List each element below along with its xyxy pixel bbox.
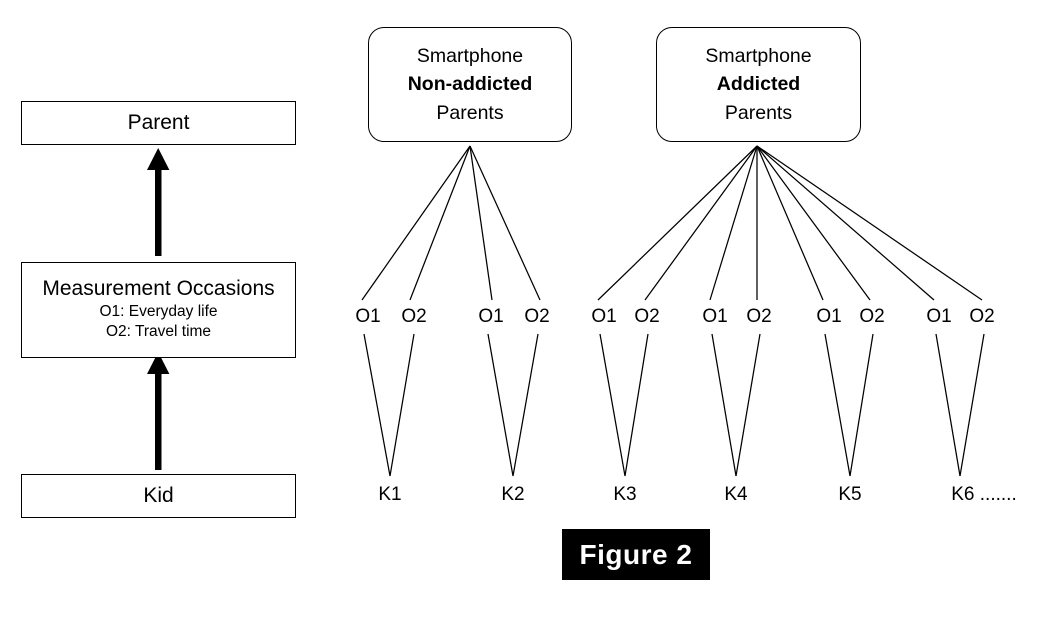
box-measurement-occasions: Measurement Occasions O1: Everyday life … bbox=[21, 262, 296, 358]
kid-label-k2: K2 bbox=[501, 484, 525, 505]
box-parent: Parent bbox=[21, 101, 296, 145]
box-measurement-title: Measurement Occasions bbox=[42, 277, 275, 301]
occasion-label-7: O1 bbox=[702, 306, 728, 327]
occasion-label-1: O1 bbox=[355, 306, 381, 327]
box-measurement-subline-o2: O2: Travel time bbox=[105, 323, 212, 341]
occasion-label-3: O1 bbox=[478, 306, 504, 327]
box-kid-title: Kid bbox=[143, 483, 174, 507]
box-kid: Kid bbox=[21, 474, 296, 518]
fan-non-addicted bbox=[361, 145, 541, 301]
kid-label-k1: K1 bbox=[378, 484, 402, 505]
figure-caption: Figure 2 bbox=[562, 529, 710, 580]
occasion-label-9: O1 bbox=[816, 306, 842, 327]
group-addicted-line3: Parents bbox=[724, 101, 793, 124]
kid-label-k5: K5 bbox=[838, 484, 862, 505]
group-addicted-line2: Addicted bbox=[716, 73, 801, 96]
group-box-non-addicted: Smartphone Non-addicted Parents bbox=[368, 27, 572, 142]
box-measurement-subline-o1: O1: Everyday life bbox=[99, 302, 218, 320]
occasion-label-5: O1 bbox=[591, 306, 617, 327]
occasion-label-2: O2 bbox=[401, 306, 427, 327]
occasion-label-11: O1 bbox=[926, 306, 952, 327]
kid-label-k3: K3 bbox=[613, 484, 637, 505]
group-non-addicted-line2: Non-addicted bbox=[407, 73, 533, 96]
occasion-label-10: O2 bbox=[859, 306, 885, 327]
fan-addicted bbox=[597, 145, 983, 301]
occasion-label-6: O2 bbox=[634, 306, 660, 327]
kid-label-k4: K4 bbox=[724, 484, 748, 505]
occasion-label-12: O2 bbox=[969, 306, 995, 327]
group-non-addicted-line1: Smartphone bbox=[416, 45, 524, 68]
box-parent-title: Parent bbox=[127, 110, 190, 134]
v-connectors-kids bbox=[363, 333, 985, 477]
group-box-addicted: Smartphone Addicted Parents bbox=[656, 27, 861, 142]
kid-label-k6: K6 ....... bbox=[951, 484, 1017, 505]
occasion-label-4: O2 bbox=[524, 306, 550, 327]
group-non-addicted-line3: Parents bbox=[436, 101, 504, 124]
occasion-label-8: O2 bbox=[746, 306, 772, 327]
group-addicted-line1: Smartphone bbox=[705, 45, 812, 68]
